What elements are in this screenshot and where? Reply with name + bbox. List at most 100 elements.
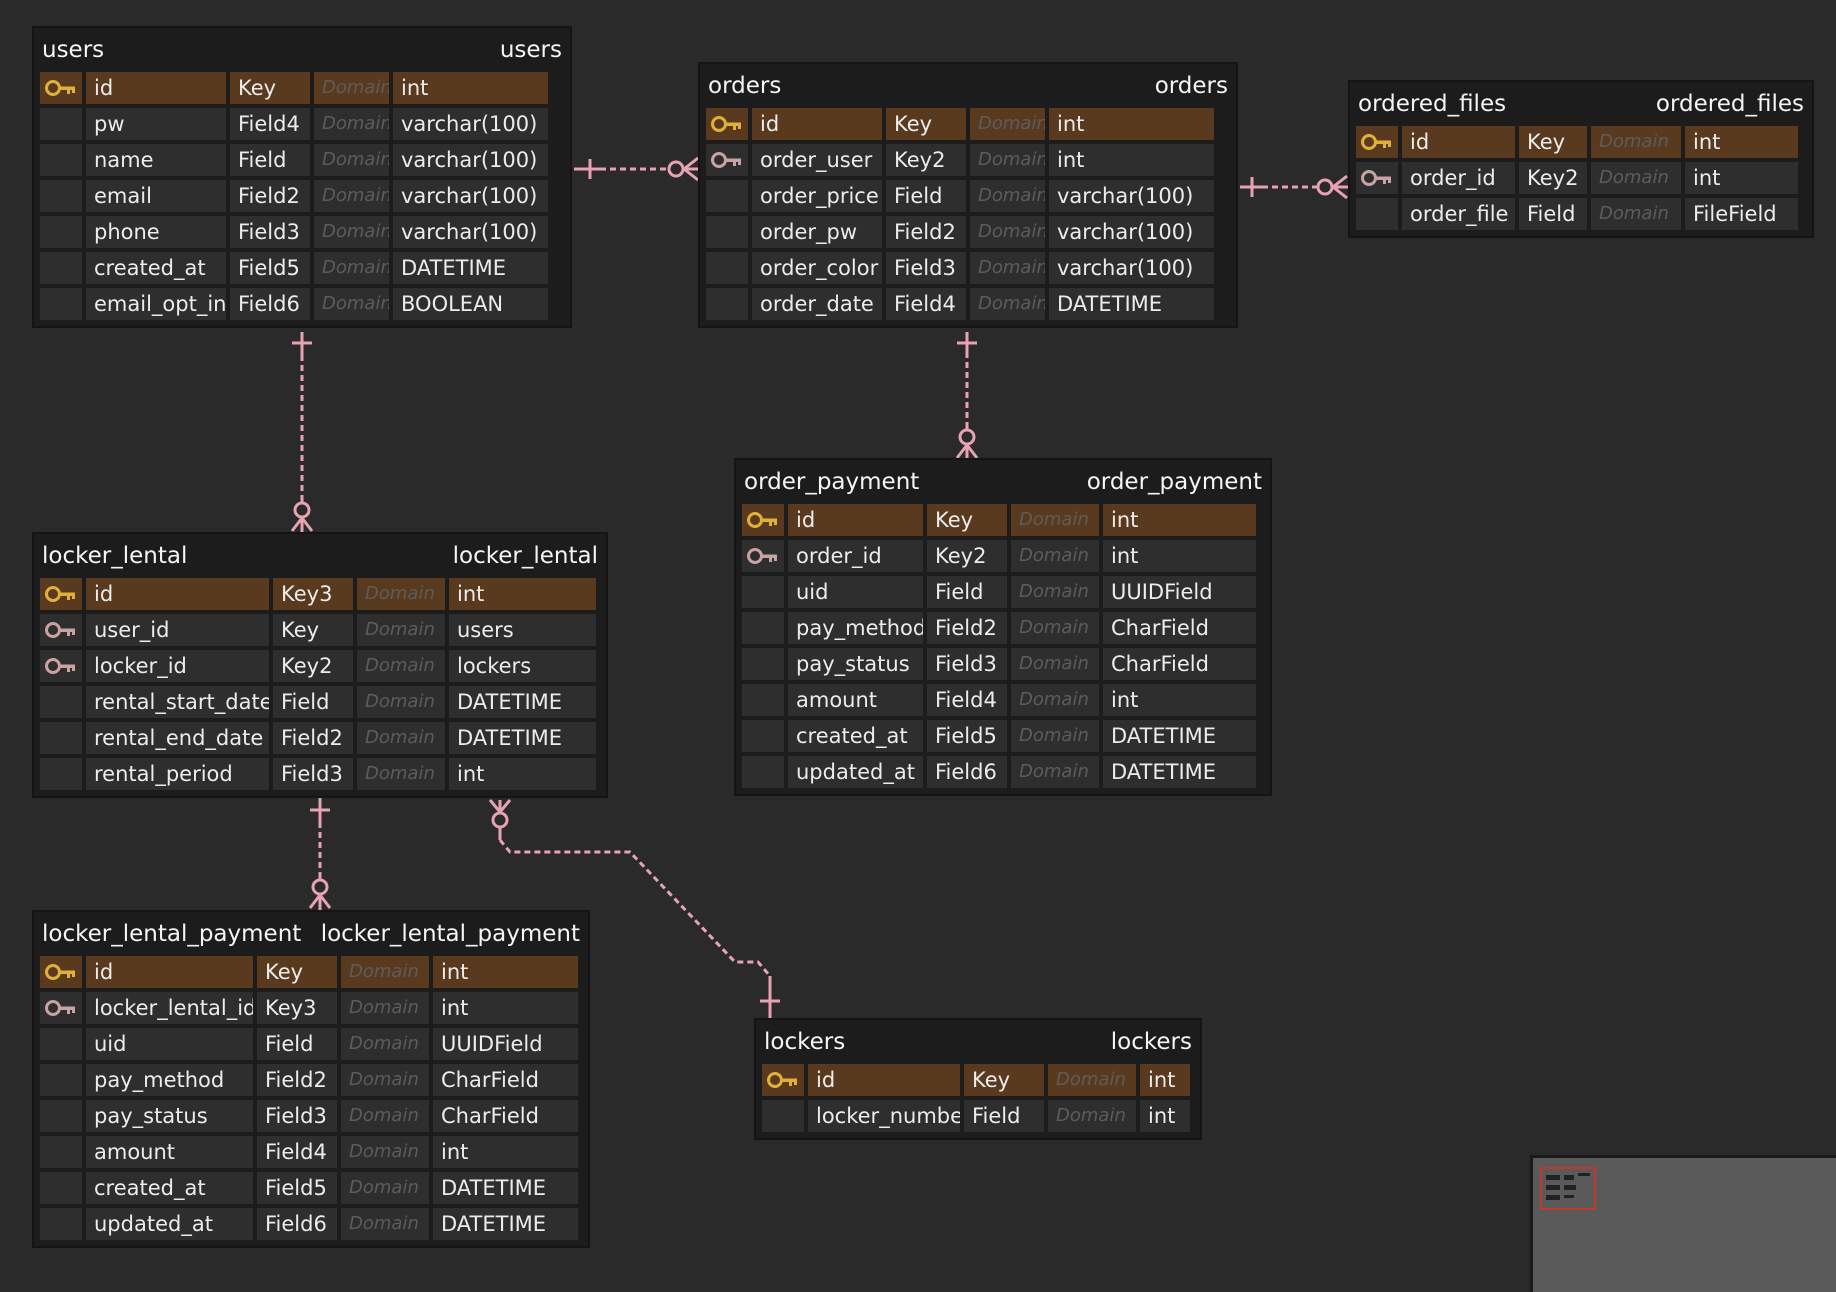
field-type[interactable]: varchar(100) xyxy=(393,108,548,140)
field-type[interactable]: int xyxy=(1140,1064,1190,1096)
field-type[interactable]: CharField xyxy=(1103,612,1256,644)
field-stereotype[interactable]: Field xyxy=(230,144,310,176)
field-type[interactable]: DATETIME xyxy=(433,1172,578,1204)
field-stereotype[interactable]: Key2 xyxy=(886,144,966,176)
field-type[interactable]: int xyxy=(433,1136,578,1168)
field-domain[interactable]: Domain xyxy=(1048,1100,1136,1132)
field-domain[interactable]: Domain xyxy=(1011,504,1099,536)
field-name[interactable]: pay_status xyxy=(788,648,923,680)
field-stereotype[interactable]: Field xyxy=(1519,198,1587,230)
field-name[interactable]: rental_period xyxy=(86,758,269,790)
field-stereotype[interactable]: Field3 xyxy=(230,216,310,248)
field-stereotype[interactable]: Key xyxy=(230,72,310,104)
field-domain[interactable]: Domain xyxy=(314,108,389,140)
field-stereotype[interactable]: Field xyxy=(257,1028,337,1060)
field-domain[interactable]: Domain xyxy=(314,144,389,176)
field-type[interactable]: int xyxy=(393,72,548,104)
field-stereotype[interactable]: Key xyxy=(257,956,337,988)
field-type[interactable]: DATETIME xyxy=(1103,756,1256,788)
field-domain[interactable]: Domain xyxy=(970,180,1045,212)
minimap-viewport[interactable] xyxy=(1540,1167,1596,1210)
field-domain[interactable]: Domain xyxy=(314,180,389,212)
field-domain[interactable]: Domain xyxy=(1011,576,1099,608)
field-domain[interactable]: Domain xyxy=(341,992,429,1024)
field-type[interactable]: CharField xyxy=(1103,648,1256,680)
field-type[interactable]: varchar(100) xyxy=(1049,252,1214,284)
field-stereotype[interactable]: Key3 xyxy=(257,992,337,1024)
field-name[interactable]: pw xyxy=(86,108,226,140)
field-name[interactable]: order_color xyxy=(752,252,882,284)
field-type[interactable]: varchar(100) xyxy=(393,216,548,248)
field-domain[interactable]: Domain xyxy=(970,288,1045,320)
field-type[interactable]: int xyxy=(449,758,596,790)
field-name[interactable]: id xyxy=(1402,126,1515,158)
field-type[interactable]: int xyxy=(1049,144,1214,176)
field-stereotype[interactable]: Field xyxy=(273,686,353,718)
field-type[interactable]: int xyxy=(1103,504,1256,536)
field-name[interactable]: locker_lental_id xyxy=(86,992,253,1024)
field-name[interactable]: amount xyxy=(788,684,923,716)
field-name[interactable]: locker_number xyxy=(808,1100,960,1132)
field-name[interactable]: id xyxy=(86,72,226,104)
field-name[interactable]: order_user xyxy=(752,144,882,176)
field-stereotype[interactable]: Field3 xyxy=(927,648,1007,680)
field-stereotype[interactable]: Field4 xyxy=(886,288,966,320)
field-domain[interactable]: Domain xyxy=(357,758,445,790)
field-domain[interactable]: Domain xyxy=(314,288,389,320)
field-stereotype[interactable]: Field3 xyxy=(257,1100,337,1132)
field-domain[interactable]: Domain xyxy=(314,252,389,284)
field-domain[interactable]: Domain xyxy=(357,722,445,754)
field-stereotype[interactable]: Field2 xyxy=(257,1064,337,1096)
field-stereotype[interactable]: Key xyxy=(927,504,1007,536)
field-stereotype[interactable]: Key2 xyxy=(1519,162,1587,194)
field-type[interactable]: DATETIME xyxy=(1103,720,1256,752)
field-domain[interactable]: Domain xyxy=(1011,648,1099,680)
field-name[interactable]: pay_method xyxy=(788,612,923,644)
field-type[interactable]: int xyxy=(1049,108,1214,140)
field-stereotype[interactable]: Field4 xyxy=(230,108,310,140)
field-type[interactable]: int xyxy=(1103,540,1256,572)
field-domain[interactable]: Domain xyxy=(357,614,445,646)
field-name[interactable]: user_id xyxy=(86,614,269,646)
field-type[interactable]: int xyxy=(1685,162,1798,194)
field-type[interactable]: CharField xyxy=(433,1100,578,1132)
field-stereotype[interactable]: Field xyxy=(886,180,966,212)
field-name[interactable]: order_date xyxy=(752,288,882,320)
field-name[interactable]: rental_start_date xyxy=(86,686,269,718)
field-name[interactable]: updated_at xyxy=(788,756,923,788)
field-domain[interactable]: Domain xyxy=(1011,720,1099,752)
field-type[interactable]: FileField xyxy=(1685,198,1798,230)
field-name[interactable]: order_price xyxy=(752,180,882,212)
field-name[interactable]: created_at xyxy=(86,252,226,284)
